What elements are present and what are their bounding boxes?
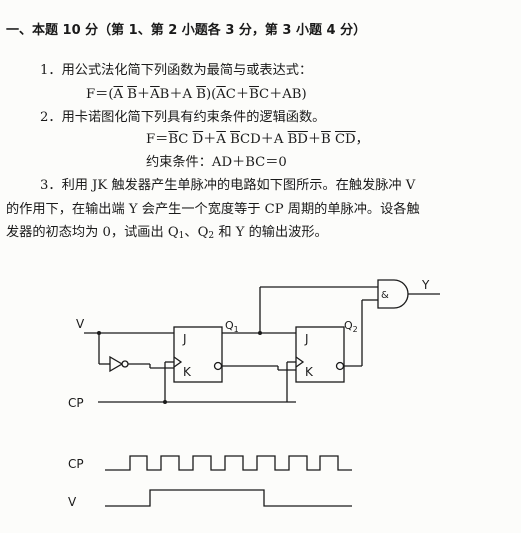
question-1-text: 1．用公式法化简下列函数为最简与或表达式：: [40, 63, 313, 78]
q1-label: Q1: [225, 319, 239, 334]
ff2-j-label: J: [304, 332, 309, 346]
ff2-k-label: K: [305, 365, 314, 379]
cp-waveform: [105, 455, 352, 471]
question-2-formula: F＝BC D＋A BCD＋A BD＋B CD，: [146, 132, 369, 147]
question-3-line-3: 发器的初态均为 0，试画出 Q1、Q2 和 Y 的输出波形。: [6, 225, 328, 241]
question-2-text: 2．用卡诺图化简下列具有约束条件的逻辑函数。: [40, 110, 326, 125]
ff1-k-label: K: [183, 365, 192, 379]
question-1-formula: F＝(A B＋AB＋A B)(AC＋BC＋AB): [86, 87, 307, 102]
jk-flipflop-1: [173, 326, 223, 383]
question-3-line-1: 3．利用 JK 触发器产生单脉冲的电路如下图所示。在触发脉冲 V: [40, 178, 416, 193]
output-y-label: Y: [421, 278, 430, 292]
inverter-gate: [109, 355, 124, 373]
section-header: 一、本题 10 分（第 1、第 2 小题各 3 分，第 3 小题 4 分）: [6, 23, 367, 38]
and-gate: [377, 279, 409, 309]
waveform-cp-label: CP: [68, 457, 84, 471]
and-gate-symbol: &: [381, 290, 389, 301]
q2-label: Q2: [344, 319, 358, 334]
waveform-v-label: V: [68, 495, 77, 509]
input-cp-label: CP: [68, 396, 84, 410]
input-v-label: V: [76, 317, 85, 331]
question-2-constraint: 约束条件：AD＋BC＝0: [146, 155, 287, 170]
v-waveform: [105, 489, 352, 507]
jk-flipflop-2: [295, 326, 345, 383]
ff1-j-label: J: [182, 332, 187, 346]
question-3-line-2: 的作用下，在输出端 Y 会产生一个宽度等于 CP 周期的单脉冲。设各触: [6, 202, 420, 217]
